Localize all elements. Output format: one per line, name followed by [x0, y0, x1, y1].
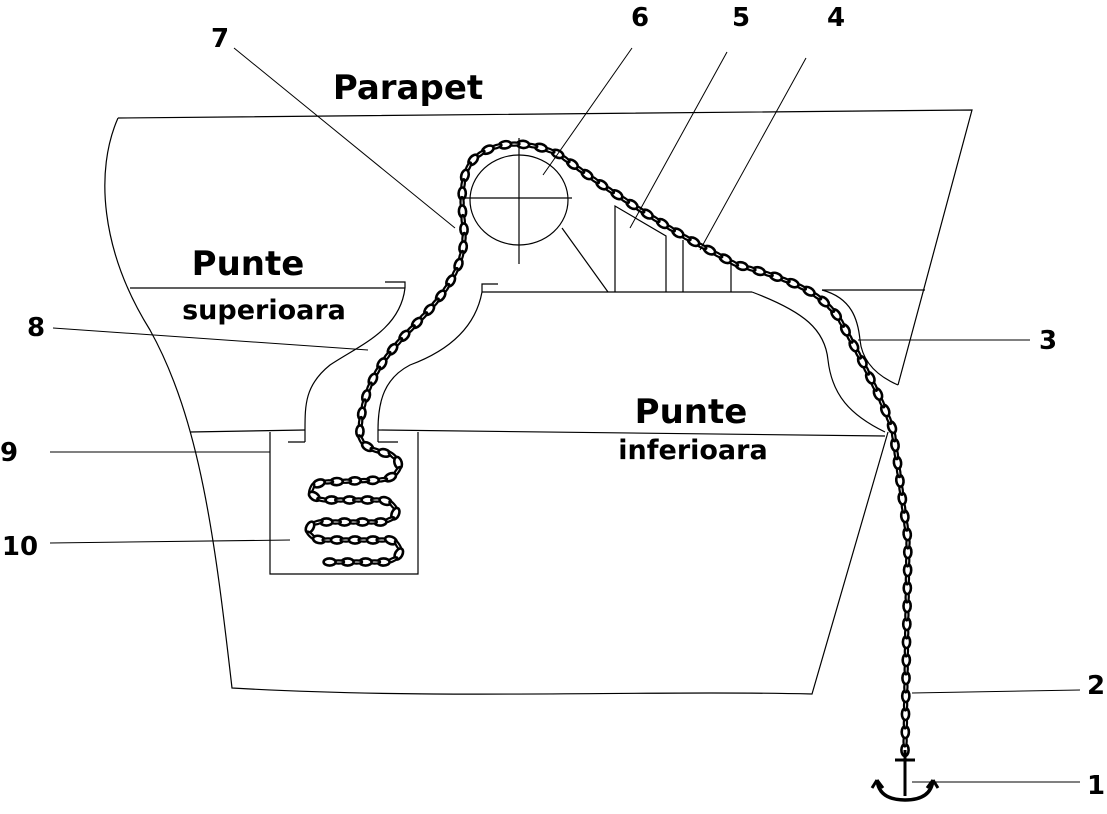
callout-4: 4	[827, 3, 845, 33]
callout-3: 3	[1039, 326, 1057, 356]
lower-deck-label-line1: Punte	[635, 392, 748, 432]
upper-deck-label-line2: superioara	[182, 295, 346, 326]
windlass-crosshair	[465, 138, 572, 264]
hawse-pipe-upper-wall	[751, 291, 886, 433]
chain-pipe-inner-wall	[377, 291, 483, 442]
windlass-base	[561, 227, 609, 293]
hull-outline	[104, 109, 973, 695]
anchor-icon	[870, 750, 940, 802]
upper-deck-lip-left	[385, 281, 406, 288]
parapet-label: Parapet	[333, 68, 483, 108]
callout-1: 1	[1087, 771, 1105, 801]
hawse-pipe-lower-wall	[821, 289, 899, 386]
callout-10: 10	[2, 532, 38, 562]
chain-stopper	[614, 204, 667, 292]
upper-deck-lip-right	[481, 283, 498, 292]
anchor-chain	[304, 139, 913, 758]
chain-locker	[269, 432, 419, 575]
chain-pipe-outer-wall	[304, 287, 406, 442]
callout-7: 7	[211, 24, 229, 54]
upper-deck-line	[130, 287, 925, 293]
callout-2: 2	[1087, 671, 1105, 701]
lower-deck-label-line2: inferioara	[618, 435, 767, 466]
callout-5: 5	[732, 3, 750, 33]
chain-link	[322, 557, 337, 567]
callout-6: 6	[631, 3, 649, 33]
callout-8: 8	[27, 313, 45, 343]
lower-deck-line	[189, 429, 886, 437]
callout-9: 9	[0, 438, 18, 468]
upper-deck-label-line1: Punte	[192, 244, 305, 284]
leader-lines	[49, 47, 1081, 783]
